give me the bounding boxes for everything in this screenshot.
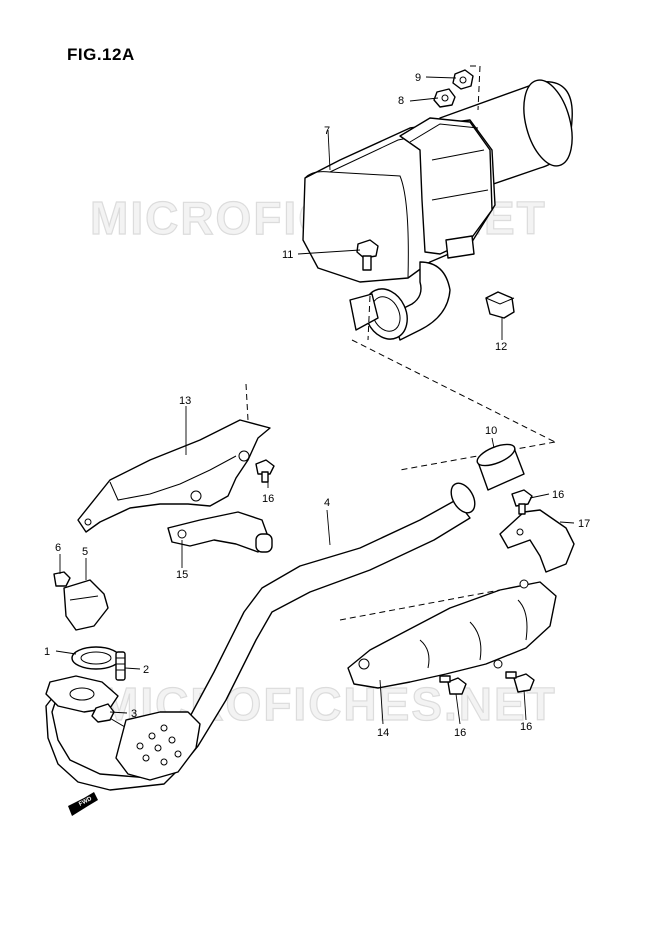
bracket-part-15: [167, 511, 273, 553]
cover-part-14: [339, 579, 557, 689]
flange-and-nut-part-3: [45, 675, 119, 723]
bolt-part-11: [356, 239, 379, 271]
nut-part-9: [452, 69, 474, 90]
exhaust-pipe-part-4: [45, 482, 476, 791]
callout-10: 10: [485, 425, 497, 437]
callout-16-b: 16: [552, 489, 564, 501]
callout-1: 1: [44, 646, 50, 658]
bolt-part-16-c: [439, 675, 467, 695]
callout-16-d: 16: [520, 721, 532, 733]
muffler-part-7: [302, 79, 573, 341]
bolt-part-16-b: [511, 489, 533, 515]
protector-part-5: [63, 579, 109, 631]
callout-3: 3: [131, 708, 137, 720]
bolt-part-16-a: [255, 459, 275, 483]
callout-6: 6: [55, 542, 61, 554]
callout-7: 7: [324, 125, 330, 137]
callout-9: 9: [415, 72, 421, 84]
callout-13: 13: [179, 395, 191, 407]
callout-5: 5: [82, 546, 88, 558]
gasket-part-1: [71, 646, 121, 670]
heat-shield-part-13: [77, 383, 271, 533]
sleeve-part-10: [476, 443, 525, 491]
washer-part-8: [433, 88, 456, 108]
bolt-part-16-d: [505, 671, 535, 693]
callout-14: 14: [377, 727, 389, 739]
callout-17: 17: [578, 518, 590, 530]
bolt-part-12: [485, 291, 515, 319]
bracket-part-17: [499, 509, 575, 573]
callout-12: 12: [495, 341, 507, 353]
bolt-part-6: [53, 571, 71, 587]
figure-title: FIG.12A: [67, 45, 135, 64]
callout-15: 15: [176, 569, 188, 581]
callout-16-c: 16: [454, 727, 466, 739]
callout-11: 11: [282, 249, 293, 261]
stud-part-2: [115, 651, 126, 681]
callout-4: 4: [324, 497, 330, 509]
callout-16-a: 16: [262, 493, 274, 505]
callout-8: 8: [398, 95, 404, 107]
callout-2: 2: [143, 664, 149, 676]
fwd-arrow-icon: FWD: [68, 792, 98, 816]
